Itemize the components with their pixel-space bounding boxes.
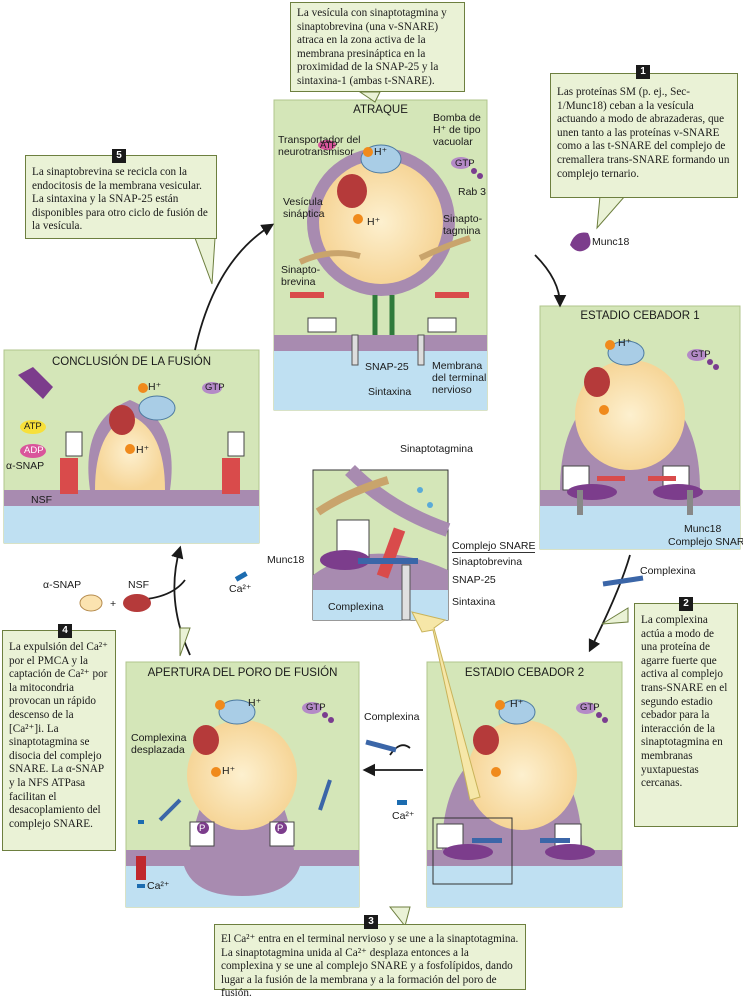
title-apertura: APERTURA DEL PORO DE FUSIÓN: [147, 667, 338, 679]
center-label-munc18: Munc18: [267, 554, 305, 566]
label-p-1: P: [199, 823, 206, 834]
label-vesicula: Vesícula sináptica: [283, 196, 325, 220]
label-gtp-4: GTP: [306, 702, 326, 713]
center-label-snap25: SNAP-25: [452, 574, 496, 586]
label-adp: ADP: [24, 445, 44, 456]
label-complexina-desplazada: Complexina desplazada: [131, 732, 187, 756]
label-h-plus-8: H⁺: [136, 444, 150, 456]
center-label-complexina: Complexina: [328, 601, 384, 613]
title-conclusion: CONCLUSIÓN DE LA FUSIÓN: [51, 356, 212, 368]
label-membrana: Membrana del terminal nervioso: [432, 360, 487, 396]
label-atp-1: ATP: [320, 140, 338, 151]
center-label-sintaxina: Sintaxina: [452, 596, 496, 608]
label-ca-3: Ca²⁺: [147, 880, 170, 892]
center-label-sinaptotagmina: Sinaptotagmina: [400, 443, 473, 455]
label-rab3: Rab 3: [458, 186, 487, 198]
center-label-complejo: Complejo SNARE: [452, 540, 536, 553]
callout-top: La vesícula con sinaptotagmina y sinapto…: [290, 2, 465, 92]
label-munc18-c1: Munc18: [684, 523, 722, 535]
label-munc18-free: Munc18: [592, 236, 630, 248]
label-sintaxina: Sintaxina: [368, 386, 412, 398]
callout-step5-text: La sinaptobrevina se recicla con la endo…: [32, 166, 208, 233]
callout-step1: Las proteínas SM (p. ej., Sec-1/Munc18) …: [550, 73, 738, 198]
label-complejo-c1: Complejo SNARE: [668, 536, 743, 548]
label-gtp-3: GTP: [580, 702, 600, 713]
label-gtp-2: GTP: [691, 349, 711, 360]
title-cebador2: ESTADIO CEBADOR 2: [464, 667, 585, 679]
label-h-plus-5: H⁺: [248, 697, 262, 709]
label-bomba: Bomba de H⁺ de tipo vacuolar: [433, 112, 481, 148]
title-cebador1: ESTADIO CEBADOR 1: [580, 310, 700, 322]
label-plus: +: [110, 598, 117, 610]
complexina-free-icon: [365, 739, 397, 753]
cycle-arrows: [129, 223, 631, 777]
label-h-plus-2: H⁺: [367, 216, 381, 228]
step5-number: 5: [112, 149, 126, 163]
label-transportador: Transportador del neurotransmisor: [278, 134, 361, 158]
panel-atraque: [273, 99, 488, 411]
label-gtp-5: GTP: [205, 382, 225, 393]
calcium-icon: [234, 571, 248, 582]
munc18-icon: [570, 232, 591, 252]
label-snap25: SNAP-25: [365, 361, 409, 373]
label-sinaptotagmina: Sinapto-tagmina: [443, 213, 483, 237]
alpha-snap-icon: [79, 594, 103, 612]
label-alpha-snap-2: α-SNAP: [43, 579, 82, 591]
callout-pointers: [179, 91, 629, 928]
step4-number: 4: [58, 624, 72, 638]
callout-step4: La expulsión del Ca²⁺ por el PMCA y la c…: [2, 630, 116, 851]
panel-apertura: [125, 661, 360, 908]
label-ca-2: Ca²⁺: [392, 810, 415, 822]
step2-number: 2: [679, 597, 693, 611]
callout-step3-text: El Ca²⁺ entra en el terminal nervioso y …: [221, 933, 519, 1000]
step1-number: 1: [636, 65, 650, 79]
label-h-plus-4: H⁺: [510, 698, 524, 710]
callout-step4-text: La expulsión del Ca²⁺ por el PMCA y la c…: [9, 641, 109, 830]
panel-conclusion: [3, 349, 260, 544]
label-complexina-free: Complexina: [640, 565, 696, 577]
yellow-arrow: [411, 611, 481, 801]
callout-step3: El Ca²⁺ entra en el terminal nervioso y …: [214, 924, 526, 999]
callout-step1-text: Las proteínas SM (p. ej., Sec-1/Munc18) …: [557, 86, 730, 180]
label-complexina-2: Complexina: [364, 711, 420, 723]
label-nsf-1: NSF: [31, 494, 52, 506]
label-h-plus-7: H⁺: [148, 381, 162, 393]
label-gtp-1: GTP: [455, 158, 475, 169]
label-h-plus-3: H⁺: [618, 337, 632, 349]
center-zoom: [312, 465, 451, 621]
label-ca-1: Ca²⁺: [229, 583, 252, 595]
calcium-free-icon: [397, 800, 407, 805]
label-nsf-2: NSF: [128, 579, 149, 591]
label-p-2: P: [277, 823, 284, 834]
label-h-plus-1: H⁺: [374, 146, 388, 158]
label-alpha-snap-1: α-SNAP: [6, 460, 45, 472]
title-atraque: ATRAQUE: [353, 104, 408, 116]
step3-number: 3: [364, 915, 378, 929]
callout-step2: La complexina actúa a modo de una proteí…: [634, 603, 738, 827]
label-sinaptobrevina: Sinapto-brevina: [281, 264, 321, 288]
panel-cebador2: [426, 661, 623, 908]
panel-cebador1: [539, 305, 741, 550]
label-atp-2: ATP: [24, 421, 42, 432]
center-label-sinaptobrevina: Sinaptobrevina: [452, 556, 523, 568]
complexina-icon: [602, 575, 644, 587]
label-h-plus-6: H⁺: [222, 765, 236, 777]
callout-step5: La sinaptobrevina se recicla con la endo…: [25, 155, 217, 239]
nsf-icon: [123, 594, 151, 612]
callout-step2-text: La complexina actúa a modo de una proteí…: [641, 614, 728, 790]
